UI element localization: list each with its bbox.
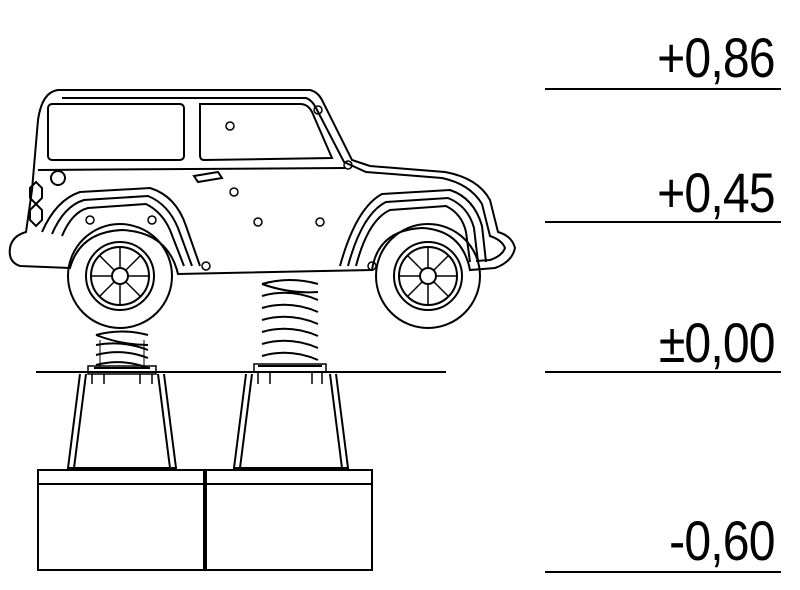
level-label-seat: +0,45 — [657, 161, 775, 224]
rear-window — [47, 103, 185, 161]
level-line-top — [545, 88, 781, 90]
front-window — [199, 103, 334, 162]
concrete-footing-icon — [205, 373, 373, 571]
level-line-ground — [545, 371, 781, 373]
level-line-foundation — [545, 571, 781, 573]
level-line-seat — [545, 221, 781, 223]
wheel-icon — [67, 223, 173, 329]
spring-base-plate — [87, 363, 327, 384]
spring-icon — [94, 330, 150, 369]
level-label-foundation: -0,60 — [669, 509, 776, 572]
car-silhouette-icon — [8, 89, 517, 276]
spring-icon — [258, 279, 322, 367]
level-label-ground: ±0,00 — [659, 311, 776, 374]
level-label-top: +0,86 — [657, 26, 775, 89]
concrete-footing-icon — [37, 373, 205, 571]
wheel-icon — [375, 223, 481, 329]
